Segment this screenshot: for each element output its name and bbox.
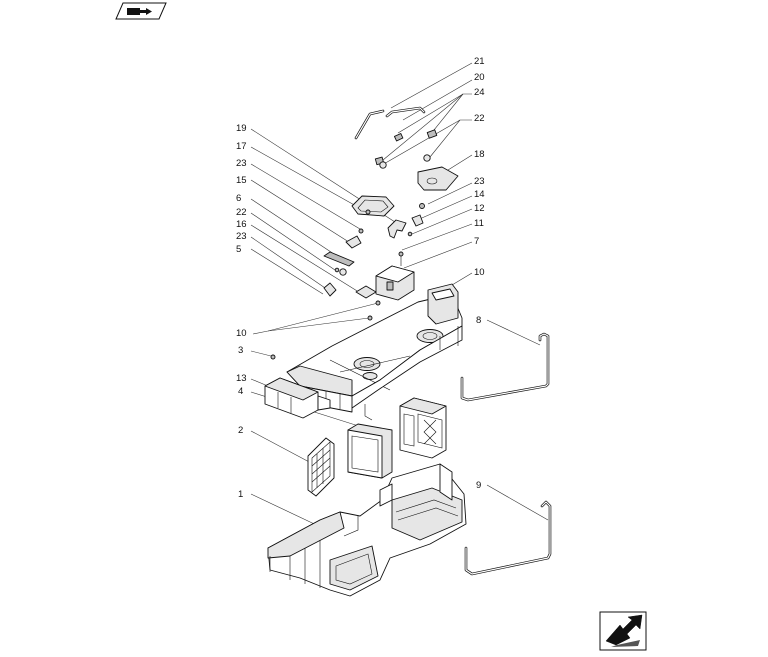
callout-6: 6 [236,193,241,204]
callout-2: 2 [238,425,243,436]
callout-5: 5 [236,244,241,255]
callout-11: 11 [474,218,484,229]
callout-22-left: 22 [236,207,247,218]
callout-15: 15 [236,175,247,186]
callout-10-right: 10 [474,267,485,278]
callout-22-right: 22 [474,113,485,124]
filter-2 [307,437,335,497]
callout-7: 7 [474,236,479,247]
seal-9 [464,500,552,576]
callout-14: 14 [474,189,485,200]
callout-17: 17 [236,141,247,152]
callout-13: 13 [236,373,247,384]
callout-10-left: 10 [236,328,247,339]
lower-housing [267,463,467,597]
clip-part [374,129,438,166]
callout-23-right: 23 [474,176,485,187]
callout-24: 24 [474,87,485,98]
callout-4: 4 [238,386,243,397]
evaporator-core [399,397,447,459]
callout-16: 16 [236,219,247,230]
seal-8 [460,332,550,402]
callout-23-b: 23 [236,231,247,242]
callout-23-a: 23 [236,158,247,169]
next-nav-button[interactable] [599,611,647,651]
book-arrow-icon [127,8,152,15]
callout-19: 19 [236,123,247,134]
callout-9: 9 [476,480,481,491]
callout-8: 8 [476,315,481,326]
upper-small-parts [270,106,459,360]
back-nav-button[interactable] [115,2,167,20]
filter-4 [347,423,393,479]
callout-1: 1 [238,489,243,500]
callout-3: 3 [238,345,243,356]
callout-21: 21 [474,56,485,67]
callout-20: 20 [474,72,485,83]
duct-segment [264,377,331,419]
forward-arrow-icon [605,614,643,647]
callout-18: 18 [474,149,485,160]
callout-labels: 21 20 24 22 18 23 14 12 11 7 10 8 9 19 1… [236,56,485,500]
callout-12: 12 [474,203,485,214]
